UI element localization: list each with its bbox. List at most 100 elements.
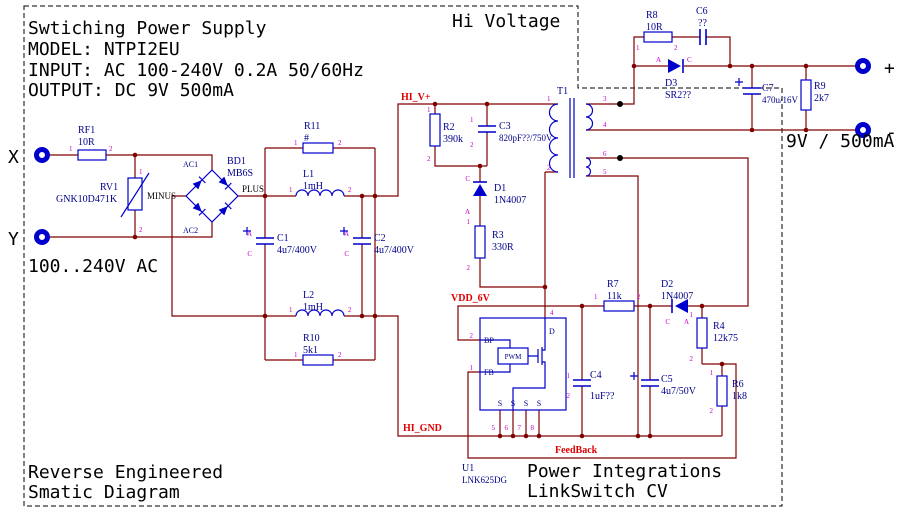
u1-pin4: 4	[550, 309, 554, 317]
r4-ref: R4	[713, 321, 725, 332]
hi-voltage-dashed-border	[23, 5, 783, 507]
u1-pin7: 7	[518, 424, 522, 432]
r11-value: #	[304, 133, 309, 144]
r2-pin2: 2	[427, 155, 431, 163]
r2-value: 390k	[443, 134, 463, 145]
c3-ref: C3	[499, 121, 511, 132]
t1-pin5: 5	[603, 168, 607, 176]
component-c1: C1 4u7/400V A C	[243, 227, 318, 258]
c2-pin-c: C	[344, 250, 349, 258]
d3-ref: D3	[665, 78, 677, 89]
component-d2: D2 1N4007 C A	[661, 279, 693, 326]
c2-value: 4u7/400V	[374, 245, 415, 256]
c1-value: 4u7/400V	[277, 245, 318, 256]
l2-pin1: 1	[289, 306, 293, 314]
linkswitch-cv-label: LinkSwitch CV	[527, 481, 668, 502]
net-label-hi-v: HI_V+	[401, 92, 431, 103]
c4-pin2: 2	[567, 392, 571, 400]
u1-value: LNK625DG	[462, 475, 507, 485]
r11-pin1: 1	[294, 139, 298, 147]
c7-value: 470u/16V	[762, 95, 799, 105]
r10-pin1: 1	[294, 351, 298, 359]
t1-polarity-dot-bias	[617, 155, 623, 161]
component-d1: D1 1N4007 C A	[465, 175, 526, 216]
component-c2: C2 4u7/400V A C	[340, 227, 415, 258]
terminal-out-plus	[855, 58, 871, 74]
bd1-ref: BD1	[227, 156, 246, 167]
d3-pin-a: A	[656, 56, 661, 64]
c3-value: 820pF??/750V	[499, 133, 553, 143]
component-c7: C7 470u/16V	[735, 78, 799, 105]
power-integrations-label: Power Integrations	[527, 461, 722, 482]
r7-ref: R7	[607, 279, 619, 290]
u1-pin6: 6	[505, 424, 509, 432]
r6-pin1: 1	[710, 369, 714, 377]
r2-ref: R2	[443, 122, 455, 133]
u1-pwm-block-label: PWM	[505, 353, 523, 361]
rf1-value: 10R	[78, 137, 95, 148]
net-labels: HI_V+ VDD_6V HI_GND FeedBack	[401, 92, 598, 456]
terminal-y	[34, 229, 50, 245]
component-c6: C6 ??	[696, 6, 708, 45]
annotations: Swtiching Power Supply MODEL: NTPI2EU IN…	[8, 11, 897, 503]
d1-pin-c: C	[465, 175, 470, 183]
component-r2: R2 390k 1 2	[427, 106, 463, 163]
c1-ref: C1	[277, 233, 289, 244]
u1-pin2: 2	[470, 332, 474, 340]
title-line4: OUTPUT: DC 9V 500mA	[28, 80, 234, 101]
u1-pin1: 1	[470, 364, 474, 372]
u1-pin-name-s3: S	[524, 399, 528, 408]
r7-pin1: 1	[594, 293, 598, 301]
r3-value: 330R	[492, 242, 514, 253]
r4-value: 12k75	[713, 333, 738, 344]
title-line1: Swtiching Power Supply	[28, 18, 267, 39]
c2-ref: C2	[374, 233, 386, 244]
r6-ref: R6	[732, 379, 744, 390]
d1-ref: D1	[494, 183, 506, 194]
d2-value: 1N4007	[661, 291, 693, 302]
t1-pin3: 3	[603, 95, 607, 103]
component-l1: L1 1mH 1 2	[289, 169, 352, 197]
reverse-engineered-line1: Reverse Engineered	[28, 462, 223, 483]
component-rf1: RF1 10R 1 2	[69, 125, 113, 161]
component-c3: C3 820pF??/750V 1 2	[470, 116, 553, 149]
d1-value: 1N4007	[494, 195, 526, 206]
title-line2: MODEL: NTPI2EU	[28, 39, 180, 60]
ac-range-label: 100..240V AC	[28, 256, 158, 277]
l2-value: 1mH	[303, 302, 323, 313]
terminal-out-minus	[855, 122, 871, 138]
t1-ref: T1	[557, 86, 568, 97]
component-c5: C5 4u7/50V	[630, 372, 697, 397]
component-t1: T1 1 2 3 4 6 5	[547, 86, 623, 178]
rf1-pin2: 2	[109, 145, 113, 153]
t1-polarity-dot-secondary	[617, 101, 623, 107]
r6-value: 1k8	[732, 391, 747, 402]
component-c4: C4 1uF?? 1 2	[567, 370, 616, 402]
u1-ref: U1	[462, 463, 474, 474]
l1-value: 1mH	[303, 181, 323, 192]
c1-pin-a: A	[247, 230, 252, 238]
r7-value: 11k	[607, 291, 622, 302]
l1-pin2: 2	[348, 186, 352, 194]
r3-pin1: 1	[467, 218, 471, 226]
r11-pin2: 2	[338, 139, 342, 147]
net-label-feedback: FeedBack	[555, 445, 598, 456]
c6-ref: C6	[696, 6, 708, 17]
d2-pin-c: C	[665, 318, 670, 326]
component-r8: R8 10R 1 2	[636, 10, 678, 52]
r3-pin2: 2	[467, 264, 471, 272]
c5-ref: C5	[661, 374, 673, 385]
r10-pin2: 2	[338, 351, 342, 359]
bd1-pin-ac2: AC2	[183, 226, 198, 235]
r8-pin1: 1	[636, 44, 640, 52]
r7-pin2: 2	[637, 293, 641, 301]
rv1-ref: RV1	[100, 182, 118, 193]
c1-pin-c: C	[247, 250, 252, 258]
component-rv1: RV1 GNK10D471K 1 2	[56, 168, 150, 234]
component-u1: BP FB D S S S S PWM 2 1 4 5 6 7 8 U1 LNK…	[462, 309, 567, 485]
bd1-minus-label: MINUS	[147, 191, 176, 201]
t1-pin1: 1	[547, 95, 551, 103]
r9-ref: R9	[814, 81, 826, 92]
d3-pin-c: C	[687, 56, 692, 64]
